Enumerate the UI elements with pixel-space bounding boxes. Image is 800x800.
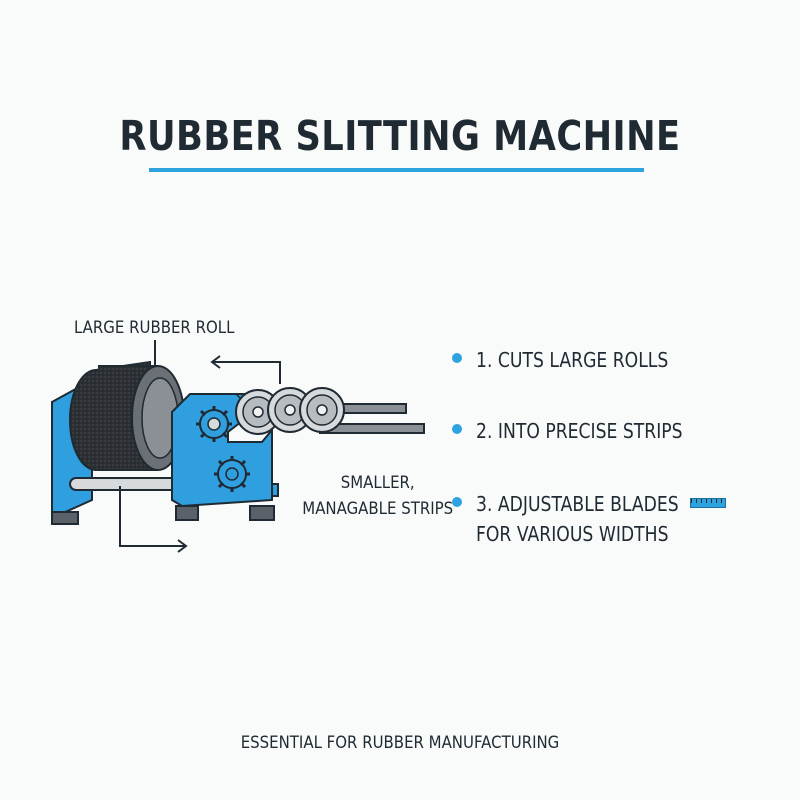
bullet-icon xyxy=(452,424,462,434)
feature-text: 3. ADJUSTABLE BLADES FOR VARIOUS WIDTHS xyxy=(476,489,679,549)
strips-label-line2: MANAGABLE STRIPS xyxy=(302,499,454,519)
feature-text-line2: FOR VARIOUS WIDTHS xyxy=(476,522,669,546)
diagram-title: RUBBER SLITTING MACHINE xyxy=(119,112,681,160)
bullet-icon xyxy=(452,353,462,363)
feed-direction-arrow xyxy=(119,486,188,553)
ruler-icon xyxy=(690,498,726,508)
main-housing xyxy=(171,393,275,521)
bullet-icon xyxy=(452,497,462,507)
blade-1 xyxy=(235,389,281,435)
blade-3 xyxy=(299,387,345,433)
strips-label-line1: SMALLER, xyxy=(340,473,415,493)
strips-label: SMALLER, MANAGABLE STRIPS xyxy=(302,470,453,522)
feature-text: 1. CUTS LARGE ROLLS xyxy=(476,348,669,372)
output-direction-arrow xyxy=(210,355,281,384)
gear-icon xyxy=(196,406,232,442)
feature-text-line1: 3. ADJUSTABLE BLADES xyxy=(476,492,679,516)
footer-caption: ESSENTIAL FOR RUBBER MANUFACTURING xyxy=(240,733,560,753)
title-underline xyxy=(149,168,644,172)
feature-text: 2. INTO PRECISE STRIPS xyxy=(476,419,683,443)
blade-2 xyxy=(267,387,313,433)
drive-gear-icon xyxy=(214,456,250,492)
rubber-roll xyxy=(69,360,185,471)
roll-label: LARGE RUBBER ROLL xyxy=(74,318,235,338)
